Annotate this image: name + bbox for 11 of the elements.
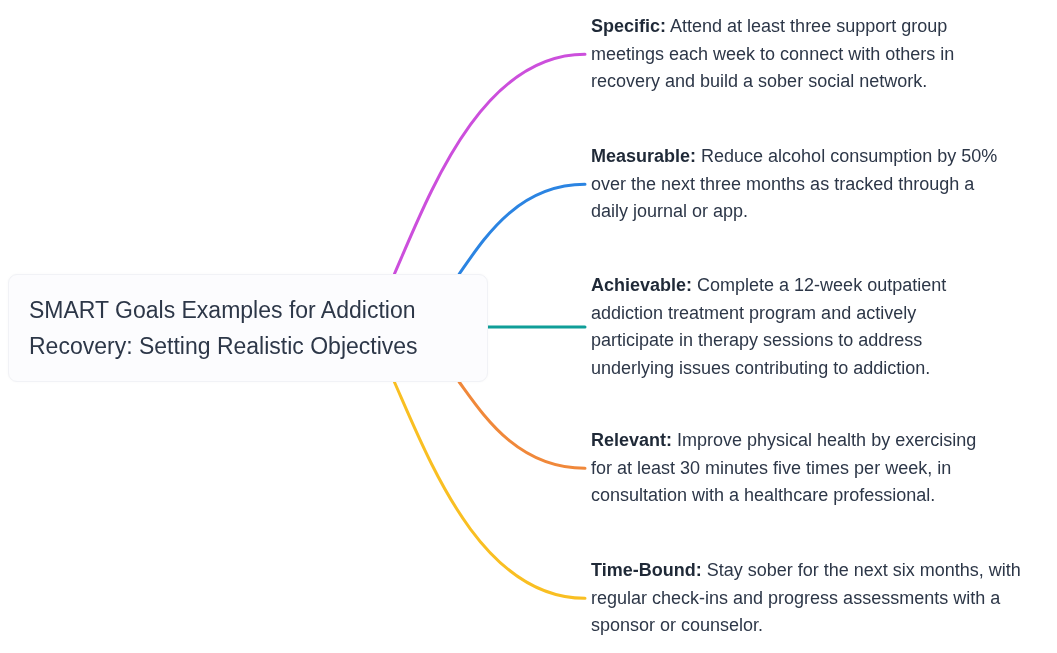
branch-topic: Time-Bound: Stay sober for the next six months, with regular check-ins and progress assessments with a sponsor or counselor. [585, 557, 1031, 640]
branch-connector [392, 380, 587, 600]
branch-connector [457, 182, 587, 276]
branch-connector [392, 52, 587, 276]
branch-topic: Relevant: Improve physical health by exercising for at least 30 minutes five times per week, in consultation with a healthcare professional. [585, 427, 990, 510]
branch-topic: Measurable: Reduce alcohol consumption by 50% over the next three months as tracked through a daily journal or app. [585, 143, 1007, 226]
branch-topic: Achievable: Complete a 12-week outpatient addiction treatment program and actively participate in therapy sessions to address underlying issues contributing to addiction. [585, 272, 995, 382]
branch-topic: Specific: Attend at least three support group meetings each week to connect with others in recovery and build a sober social network. [585, 13, 1003, 96]
branch-connector [457, 380, 587, 470]
central-topic-box: SMART Goals Examples for Addiction Recovery: Setting Realistic Objectives [8, 274, 488, 382]
branch-connector [486, 325, 587, 329]
